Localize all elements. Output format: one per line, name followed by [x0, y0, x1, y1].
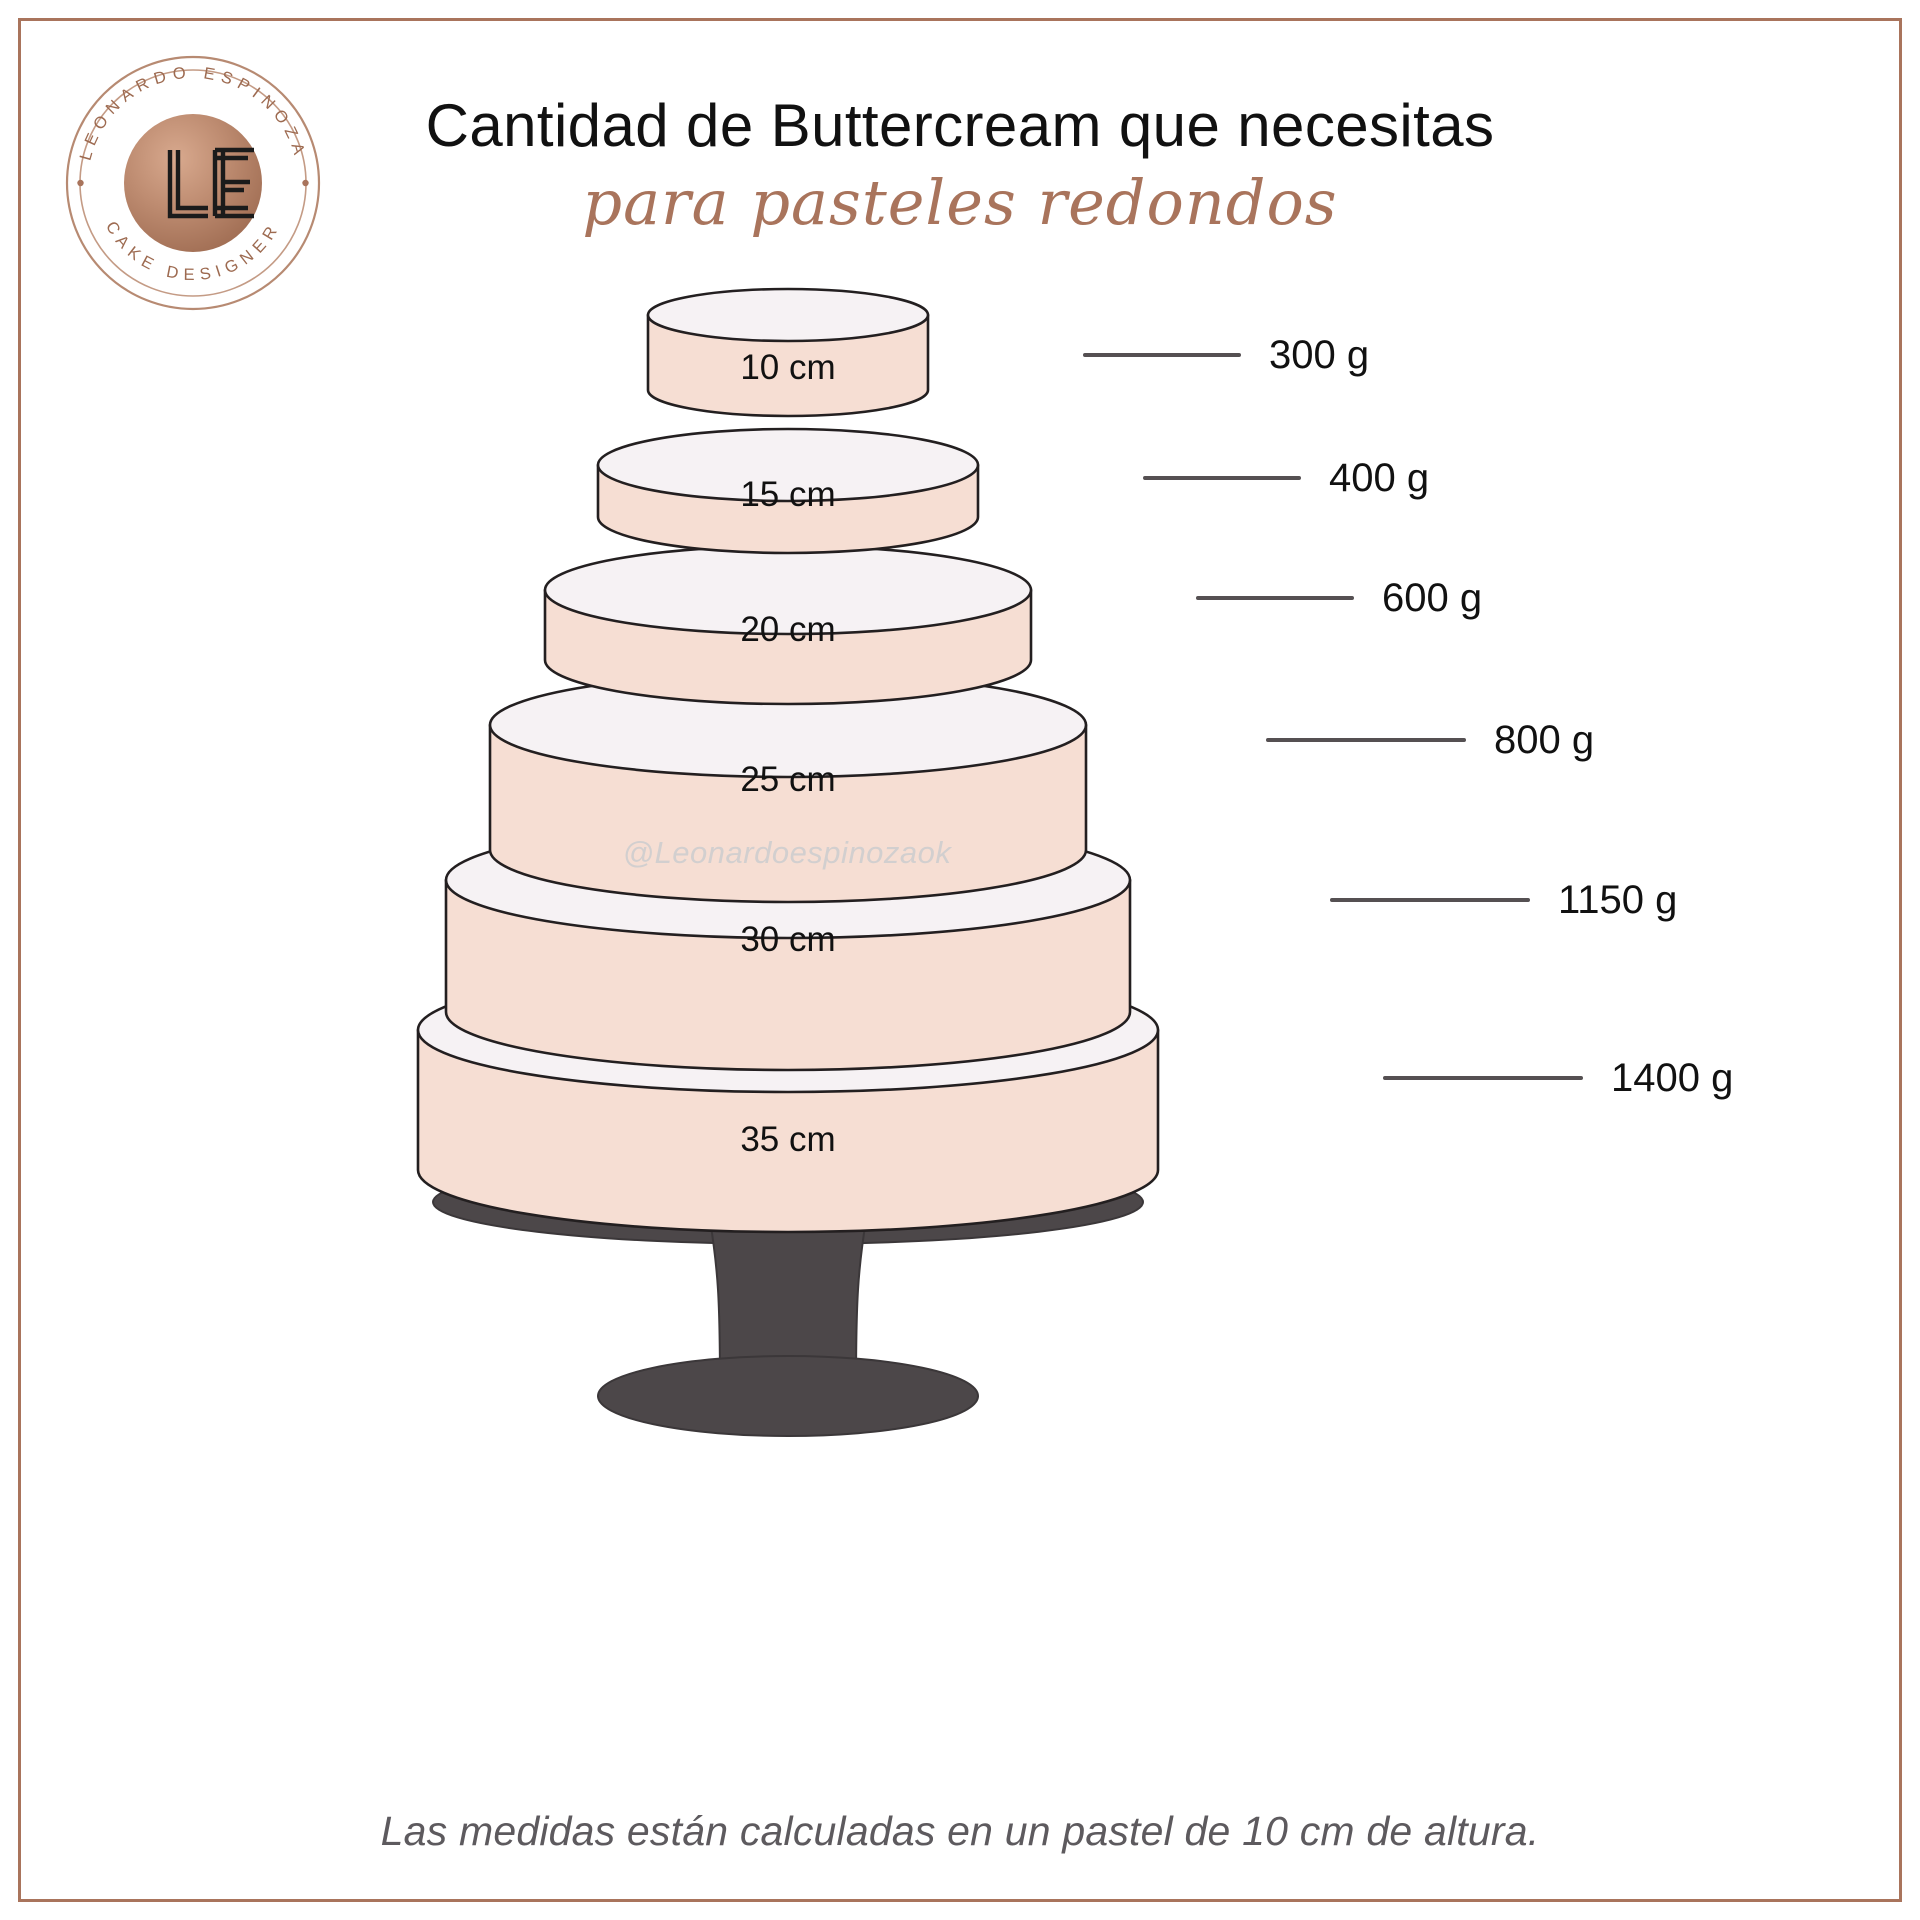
tier-15cm-top: [596, 427, 980, 503]
leader-line-600g: [1196, 596, 1354, 600]
leader-row-1400g: 1400 g: [1383, 1053, 1733, 1103]
footer-note: Las medidas están calculadas en un paste…: [380, 1808, 1540, 1854]
tier-10cm-body: [646, 313, 930, 418]
leader-row-400g: 400 g: [1143, 453, 1429, 503]
amount-label-800g: 800 g: [1494, 717, 1595, 762]
leader-row-600g: 600 g: [1196, 573, 1482, 623]
page-subtitle: para pasteles redondos: [582, 166, 1338, 240]
header-block: Cantidad de Buttercream que necesitas pa…: [300, 92, 1620, 237]
cake-tier-15cm: [596, 427, 980, 555]
leader-line-300g: [1083, 353, 1241, 357]
leader-line-400g: [1143, 476, 1301, 480]
page-title: Cantidad de Buttercream que necesitas: [425, 92, 1495, 159]
amount-label-300g: 300 g: [1269, 332, 1370, 377]
cake-tier-25cm: [488, 671, 1088, 904]
tier-20cm-top: [543, 544, 1033, 636]
leader-line-1150g: [1330, 898, 1530, 902]
logo-dot-right: [302, 179, 309, 187]
logo-outer-ring: [65, 55, 321, 311]
amount-label-1400g: 1400 g: [1611, 1055, 1734, 1100]
cake-tier-10cm: [646, 287, 930, 418]
leader-line-1400g: [1383, 1076, 1583, 1080]
leader-row-1150g: 1150 g: [1330, 875, 1677, 925]
amount-label-1150g: 1150 g: [1558, 877, 1678, 922]
cake-illustration: 10 cm 15 cm 20 cm 25 cm 30 cm 35 cm: [380, 270, 1200, 1510]
amount-label-600g: 600 g: [1382, 575, 1483, 620]
brand-logo: LEONARDO ESPINOZA CAKE DESIGNER: [58, 48, 328, 318]
stand-foot: [597, 1355, 979, 1437]
tier-10cm-top: [646, 287, 930, 343]
logo-dot-left: [77, 179, 84, 187]
leader-row-300g: 300 g: [1083, 330, 1369, 380]
cake-tier-20cm: [543, 544, 1033, 706]
leader-line-800g: [1266, 738, 1466, 742]
leader-row-800g: 800 g: [1266, 715, 1594, 765]
amount-label-400g: 400 g: [1329, 455, 1430, 500]
logo-monogram: [167, 147, 254, 219]
